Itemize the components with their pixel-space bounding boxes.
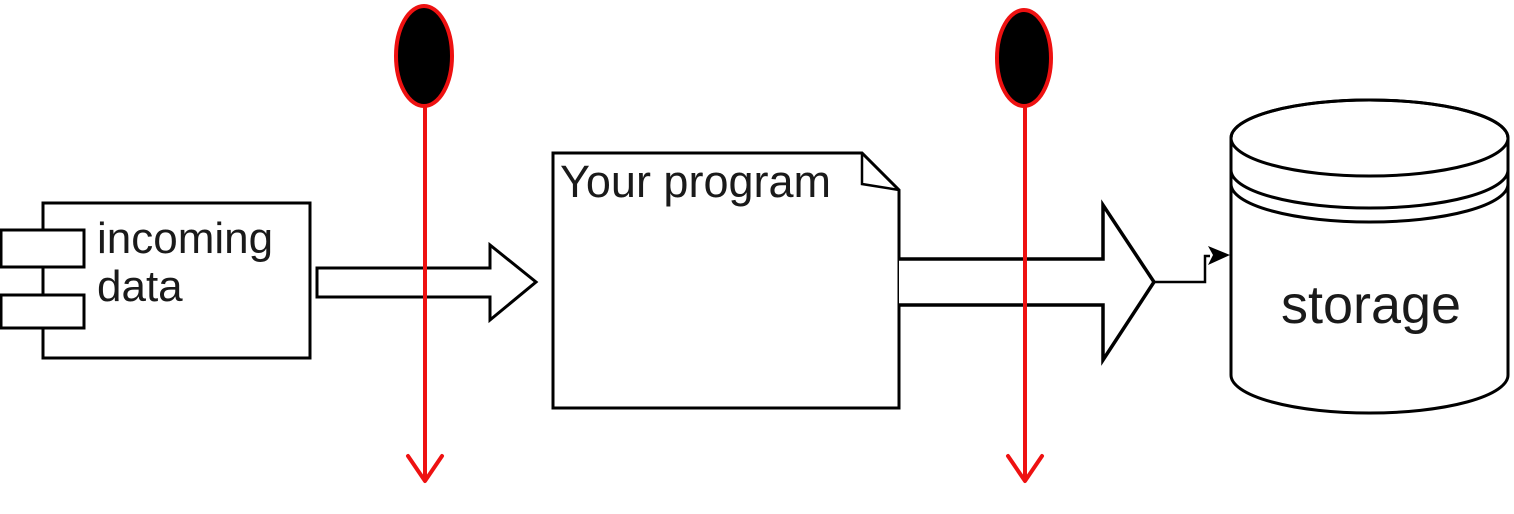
probe-1-arrowhead-icon — [406, 454, 444, 483]
cylinder-disk-arc-1 — [1229, 169, 1510, 210]
your-program-label: Your program — [560, 156, 831, 207]
your-program-note: Your program — [551, 151, 901, 410]
incoming-data-label-line1: incoming — [97, 214, 273, 263]
storage-pointer-arrowhead-icon — [1208, 246, 1230, 265]
storage-pointer-line — [1155, 254, 1210, 284]
cylinder-body — [1229, 98, 1510, 415]
probe-marker-2 — [995, 8, 1053, 483]
storage-cylinder: storage — [1229, 98, 1510, 415]
incoming-data-label-line2: data — [97, 262, 183, 311]
storage-label: storage — [1281, 275, 1461, 335]
probe-2-ellipse-icon — [995, 8, 1053, 108]
probe-1-ellipse-icon — [394, 4, 454, 108]
storage-pointer-arrow — [1155, 246, 1230, 284]
cylinder-top-ellipse — [1229, 98, 1510, 178]
component-port-top — [0, 228, 86, 269]
component-body — [41, 201, 312, 360]
probe-marker-1 — [394, 4, 454, 483]
cylinder-disk-arc-2 — [1229, 183, 1510, 224]
note-folded-corner-flap — [860, 153, 900, 192]
probe-2-arrowhead-icon — [1006, 454, 1044, 483]
component-port-bottom — [0, 293, 86, 330]
incoming-data-component: incoming data — [0, 201, 312, 360]
